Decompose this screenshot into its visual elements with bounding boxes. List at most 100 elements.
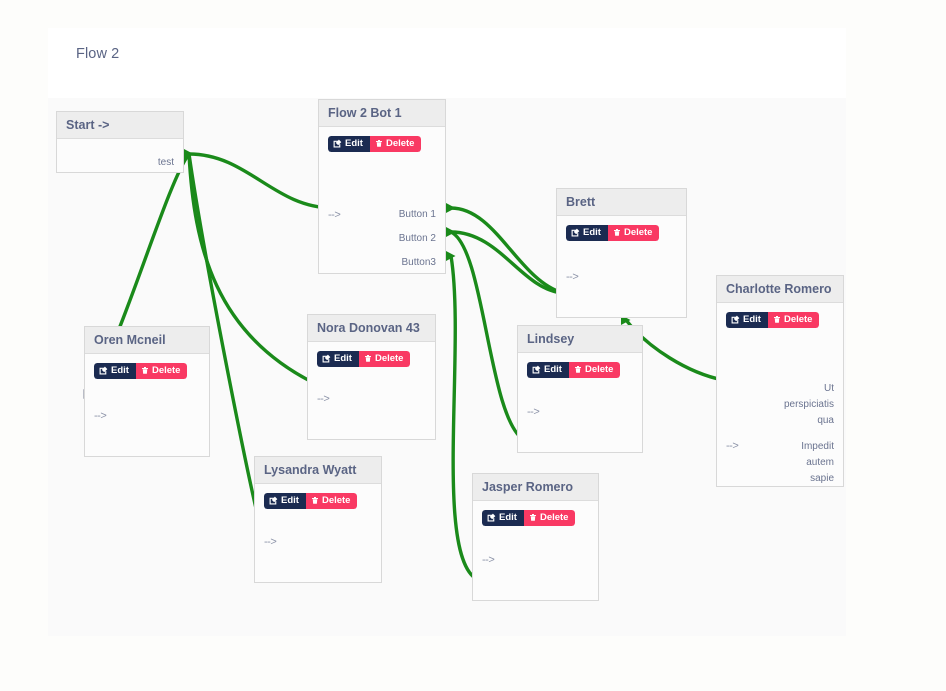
- node-title-lindsey: Lindsey: [518, 326, 642, 353]
- node-actions-flow2bot1: Edit Delete: [328, 136, 422, 152]
- edit-pencil-icon: [532, 365, 541, 374]
- edit-button-label: Edit: [281, 495, 299, 506]
- delete-button-label: Delete: [783, 314, 813, 325]
- edit-button-flow2bot1[interactable]: Edit: [328, 136, 370, 152]
- content-line-charlotte-4: Impedit: [801, 441, 834, 452]
- content-line-charlotte-5: autem: [806, 457, 834, 468]
- output-port-flow2bot1-1[interactable]: Button 2: [398, 233, 436, 244]
- delete-button-label: Delete: [385, 138, 415, 149]
- node-title-nora: Nora Donovan 43: [308, 315, 435, 342]
- page-title: Flow 2: [76, 46, 120, 62]
- edit-button-nora[interactable]: Edit: [317, 351, 359, 367]
- output-socket-2[interactable]: [446, 227, 456, 237]
- edit-button-label: Edit: [111, 365, 129, 376]
- node-actions-oren: Edit Delete: [94, 363, 188, 379]
- node-body-jasper: Edit Delete -->: [473, 501, 598, 602]
- input-port-lindsey[interactable]: -->: [527, 406, 540, 418]
- input-port-brett[interactable]: -->: [566, 271, 579, 283]
- edit-button-label: Edit: [345, 138, 363, 149]
- input-port-oren[interactable]: -->: [94, 410, 107, 422]
- edit-button-label: Edit: [499, 512, 517, 523]
- content-line-charlotte-1: perspiciatis: [783, 399, 834, 410]
- delete-button-lysandra[interactable]: Delete: [305, 493, 358, 509]
- edit-pencil-icon: [487, 513, 496, 522]
- trash-icon: [574, 366, 581, 373]
- delete-button-nora[interactable]: Delete: [358, 351, 411, 367]
- delete-button-label: Delete: [151, 365, 181, 376]
- node-body-nora: Edit Delete -->: [308, 342, 435, 441]
- edit-button-lindsey[interactable]: Edit: [527, 362, 569, 378]
- node-actions-nora: Edit Delete: [317, 351, 411, 367]
- flow-node-nora[interactable]: Nora Donovan 43 Edit Delete -->: [307, 314, 436, 440]
- trash-icon: [375, 140, 382, 147]
- flow-node-start[interactable]: Start -> test: [56, 111, 184, 173]
- edit-pencil-icon: [269, 496, 278, 505]
- input-port-flow2bot1[interactable]: -->: [328, 209, 341, 221]
- flow-edge-0: [187, 152, 335, 210]
- edit-button-label: Edit: [583, 227, 601, 238]
- output-port-start-0[interactable]: test: [157, 157, 174, 168]
- delete-button-brett[interactable]: Delete: [607, 225, 660, 241]
- edit-pencil-icon: [731, 315, 740, 324]
- edit-pencil-icon: [571, 228, 580, 237]
- node-actions-jasper: Edit Delete: [482, 510, 576, 526]
- delete-button-oren[interactable]: Delete: [135, 363, 188, 379]
- flow-edge-4: [449, 206, 565, 295]
- delete-button-charlotte[interactable]: Delete: [767, 312, 820, 328]
- edit-button-label: Edit: [743, 314, 761, 325]
- content-line-charlotte-6: sapie: [810, 473, 834, 484]
- node-title-start: Start ->: [57, 112, 183, 139]
- output-socket-1[interactable]: [446, 203, 456, 213]
- flow-header-panel: Flow 2: [48, 28, 846, 98]
- edit-button-label: Edit: [334, 353, 352, 364]
- output-socket-3[interactable]: [446, 251, 456, 261]
- content-line-charlotte-0: Ut: [824, 383, 834, 394]
- delete-button-label: Delete: [321, 495, 351, 506]
- trash-icon: [613, 229, 620, 236]
- node-actions-lindsey: Edit Delete: [527, 362, 621, 378]
- node-body-brett: Edit Delete -->: [557, 216, 686, 319]
- node-title-flow2bot1: Flow 2 Bot 1: [319, 100, 445, 127]
- node-title-charlotte: Charlotte Romero: [717, 276, 843, 303]
- trash-icon: [141, 367, 148, 374]
- input-port-jasper[interactable]: -->: [482, 554, 495, 566]
- output-socket-0[interactable]: [184, 149, 194, 159]
- input-port-charlotte[interactable]: -->: [726, 440, 739, 452]
- delete-button-label: Delete: [584, 364, 614, 375]
- output-port-flow2bot1-2[interactable]: Button3: [401, 257, 436, 268]
- node-body-lindsey: Edit Delete -->: [518, 353, 642, 454]
- delete-button-label: Delete: [539, 512, 569, 523]
- edit-button-charlotte[interactable]: Edit: [726, 312, 768, 328]
- trash-icon: [773, 316, 780, 323]
- node-actions-lysandra: Edit Delete: [264, 493, 358, 509]
- edit-button-jasper[interactable]: Edit: [482, 510, 524, 526]
- input-port-nora[interactable]: -->: [317, 393, 330, 405]
- node-actions-charlotte: Edit Delete: [726, 312, 820, 328]
- output-port-flow2bot1-0[interactable]: Button 1: [398, 209, 436, 220]
- trash-icon: [364, 355, 371, 362]
- delete-button-flow2bot1[interactable]: Delete: [369, 136, 422, 152]
- delete-button-label: Delete: [623, 227, 653, 238]
- edit-button-brett[interactable]: Edit: [566, 225, 608, 241]
- delete-button-jasper[interactable]: Delete: [523, 510, 576, 526]
- edit-button-lysandra[interactable]: Edit: [264, 493, 306, 509]
- flow-node-flow2bot1[interactable]: Flow 2 Bot 1 Edit Delete --> Button 1 Button …: [318, 99, 446, 274]
- input-port-lysandra[interactable]: -->: [264, 536, 277, 548]
- trash-icon: [529, 514, 536, 521]
- edit-button-label: Edit: [544, 364, 562, 375]
- edit-pencil-icon: [333, 139, 342, 148]
- node-body-oren: Edit Delete -->: [85, 354, 209, 458]
- delete-button-lindsey[interactable]: Delete: [568, 362, 621, 378]
- edit-button-oren[interactable]: Edit: [94, 363, 136, 379]
- node-body-start: test: [57, 139, 183, 174]
- flow-edge-5: [449, 230, 565, 295]
